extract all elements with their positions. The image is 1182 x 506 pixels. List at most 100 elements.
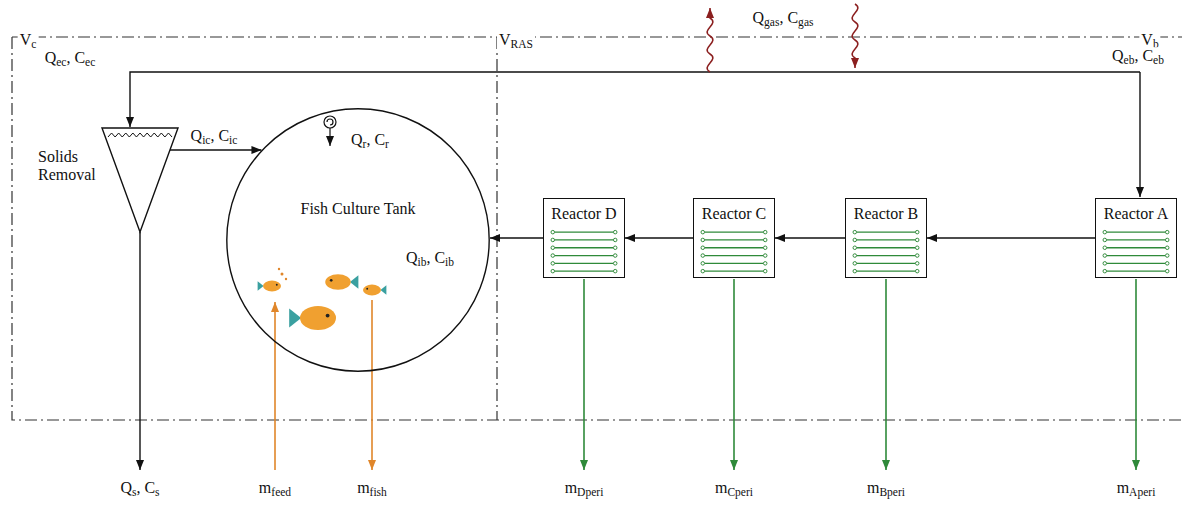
plate-dot (1165, 269, 1169, 273)
mass-label: mfeed (257, 479, 293, 497)
flow-label: Qib, Cib (404, 249, 456, 267)
reactor-box: Reactor D (543, 198, 625, 278)
circle-outline (227, 109, 489, 371)
reactor-box: Reactor A (1095, 198, 1177, 278)
plate-dot (853, 238, 857, 242)
pump-symbol (324, 116, 336, 146)
flow-label: Qeb, Ceb (1110, 47, 1166, 65)
periphyton-arrow (584, 279, 1136, 470)
plate-dot (763, 254, 767, 258)
plate-dot (853, 230, 857, 234)
plate-dot (613, 238, 617, 242)
plate-line (1107, 255, 1166, 256)
plate-line (705, 232, 764, 233)
fish-illustration (258, 268, 387, 330)
subscript: eb (1124, 54, 1135, 66)
plate-line (705, 247, 764, 248)
plate-dot (853, 254, 857, 258)
plate-dot (613, 246, 617, 250)
flow-arrow (625, 237, 693, 238)
plate-dot (1165, 238, 1169, 242)
plate-dot (701, 269, 705, 273)
plate-dot (551, 269, 555, 273)
mass-label: mCperi (713, 479, 755, 497)
plate-line (857, 232, 916, 233)
subscript: eb (1153, 54, 1164, 66)
plate-line (555, 239, 614, 240)
plate-dot (915, 230, 919, 234)
plate-line (1107, 247, 1166, 248)
plate-dot (1103, 230, 1107, 234)
plate-dot (1165, 254, 1169, 258)
flow-arrow (775, 237, 845, 238)
subscript: ib (445, 256, 454, 268)
reactor-box: Reactor B (845, 198, 927, 278)
plate-line (705, 271, 764, 272)
plate-dot (613, 254, 617, 258)
mass-label: mBperi (865, 479, 907, 497)
plate-dot (551, 246, 555, 250)
plate-dot (1103, 262, 1107, 266)
plate-line (857, 239, 916, 240)
plate-line (705, 263, 764, 264)
triangle-outline (102, 128, 178, 232)
plate-dot (915, 262, 919, 266)
flow-label: Qec, Cec (43, 49, 98, 67)
plate-dot (763, 230, 767, 234)
screen-zigzag (108, 133, 172, 137)
gas-arrow (852, 4, 858, 68)
volume-label: VRAS (497, 31, 535, 49)
plate-dot (551, 230, 555, 234)
plate-dot (853, 269, 857, 273)
harvest-arrow (371, 300, 373, 470)
plate-dot (763, 246, 767, 250)
flow-label: Qr, Cr (349, 131, 391, 149)
subscript: gas (764, 16, 779, 28)
node-label: Reactor C (702, 205, 766, 223)
plate-dot (1103, 269, 1107, 273)
plate-dot (701, 254, 705, 258)
plate-dot (853, 246, 857, 250)
flow-arrow (170, 149, 261, 150)
flow-label: Qs, Cs (118, 479, 161, 497)
feed-arrow (274, 302, 276, 470)
subscript: feed (271, 486, 291, 498)
subscript: r (363, 138, 367, 150)
node-label: Reactor A (1104, 205, 1168, 223)
volume-label: Vb (1139, 31, 1160, 49)
plate-dot (613, 262, 617, 266)
plate-dot (701, 230, 705, 234)
plate-line (555, 263, 614, 264)
subscript: RAS (511, 38, 533, 50)
plate-line (555, 271, 614, 272)
outside-label: Solids Removal (38, 148, 98, 185)
plate-line (857, 263, 916, 264)
plate-dot (763, 238, 767, 242)
subscript: r (385, 138, 389, 150)
subscript: ec (56, 56, 66, 68)
plate-dot (701, 246, 705, 250)
triangle-outline (102, 128, 178, 232)
subscript: ec (85, 56, 95, 68)
plate-dot (551, 262, 555, 266)
mass-label: mfish (355, 479, 389, 497)
subscript: fish (370, 486, 387, 498)
plate-dot (1165, 230, 1169, 234)
mass-label: mDperi (563, 479, 606, 497)
flow-arrow (490, 237, 543, 238)
plate-line (555, 255, 614, 256)
plate-dot (915, 269, 919, 273)
plate-dot (613, 230, 617, 234)
header-line (130, 72, 1140, 197)
plate-line (705, 239, 764, 240)
plate-dot (551, 238, 555, 242)
subscript: ib (417, 256, 426, 268)
plate-dot (551, 254, 555, 258)
plate-dot (915, 238, 919, 242)
plate-dot (1103, 238, 1107, 242)
plate-dot (701, 238, 705, 242)
plate-dot (763, 269, 767, 273)
